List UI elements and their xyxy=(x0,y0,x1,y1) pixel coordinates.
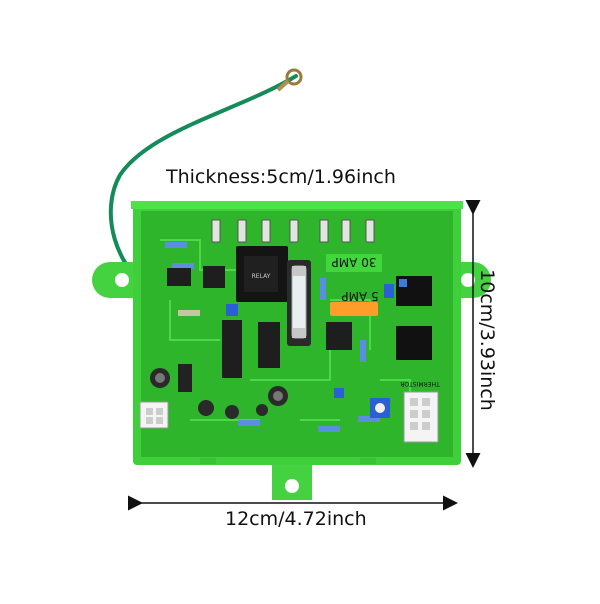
height-label: 10cm/3.93inch xyxy=(476,269,498,411)
connector-left xyxy=(139,401,169,429)
ground-wire xyxy=(108,74,298,300)
relay-right-bottom xyxy=(396,326,432,360)
ic-chip-main xyxy=(222,320,242,378)
resistors xyxy=(165,242,380,432)
fuse-rating-label: 5 AMP xyxy=(341,289,378,303)
ic-chip-small xyxy=(167,268,191,286)
thickness-label: Thickness:5cm/1.96inch xyxy=(166,166,396,188)
ic-chip-right xyxy=(326,322,352,350)
ic-chip-relay-driver xyxy=(203,266,225,288)
thermistor-connector xyxy=(403,391,439,443)
capacitors xyxy=(150,364,288,419)
blade-fuse xyxy=(330,302,378,316)
ic-chip-secondary xyxy=(258,322,280,368)
width-label: 12cm/4.72inch xyxy=(225,508,367,530)
glass-fuse xyxy=(291,265,307,339)
thermistor-label: THERMISTOR xyxy=(400,380,440,387)
svg-text:RELAY: RELAY xyxy=(252,273,271,280)
spade-terminals xyxy=(211,219,375,243)
ring-terminal-icon xyxy=(285,68,303,86)
relay-rating-label: 30 AMP xyxy=(332,255,377,269)
